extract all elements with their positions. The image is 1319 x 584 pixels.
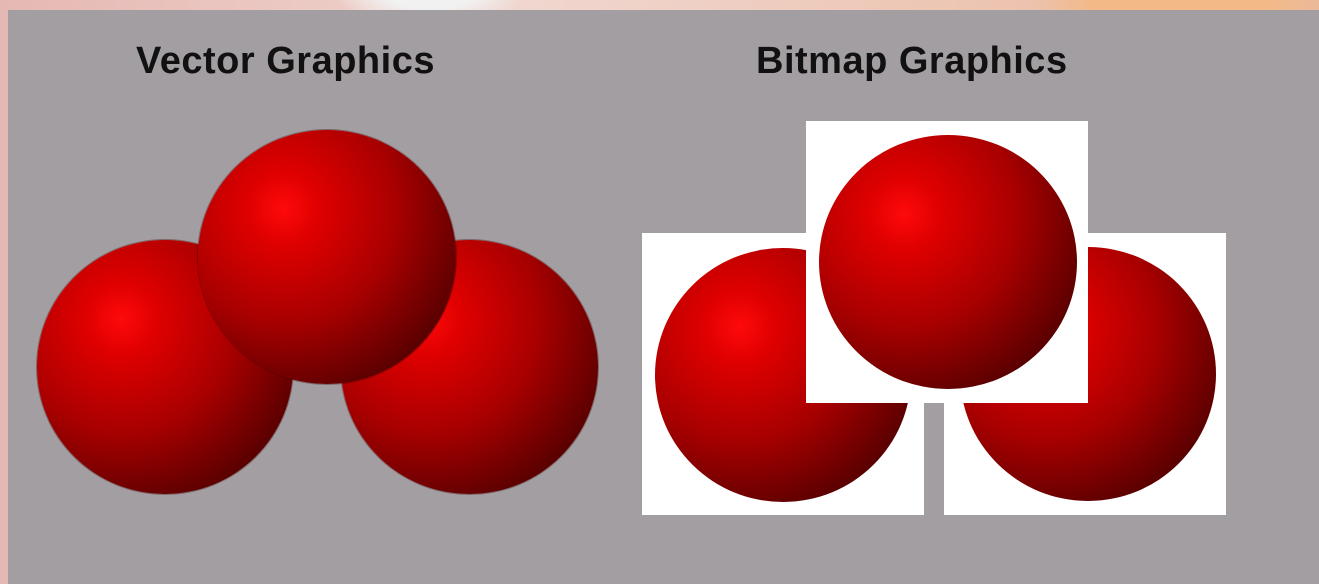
bitmap-sphere-top [819, 135, 1077, 389]
bitmap-graphics-title: Bitmap Graphics [756, 38, 1068, 84]
vector-graphics-title: Vector Graphics [136, 38, 435, 84]
vector-sphere-top [198, 130, 456, 384]
bitmap-tile-top [806, 121, 1088, 403]
